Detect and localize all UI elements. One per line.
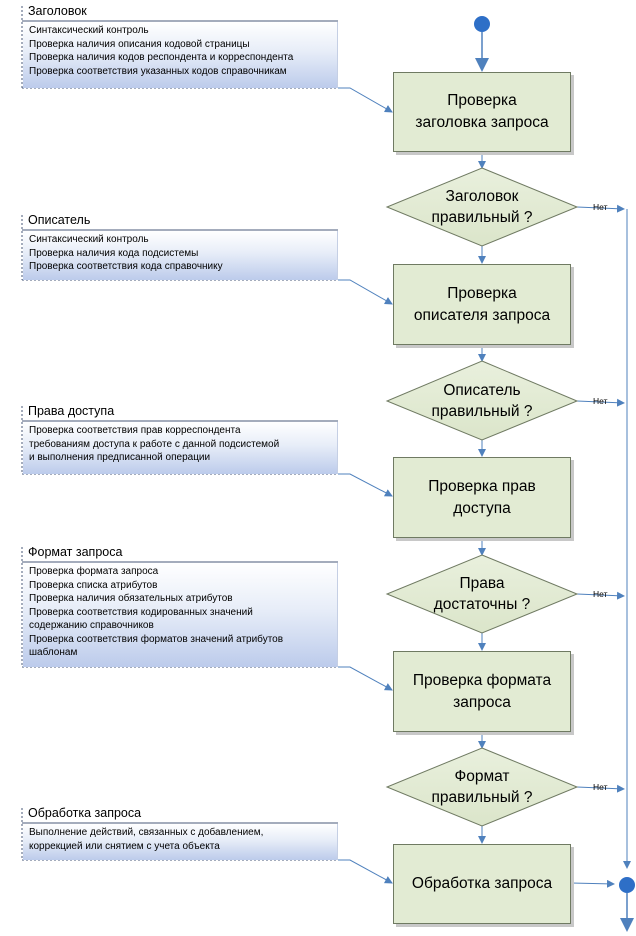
note-line: требованиям доступа к работе с данной по… [29, 438, 280, 450]
note-connector-4 [338, 666, 393, 691]
activity-label-line: Проверка [447, 92, 517, 109]
note-connector-3 [338, 473, 393, 497]
note-line: Синтаксический контроль [29, 25, 149, 36]
activity-label-line: заголовка запроса [415, 114, 549, 131]
activity-label-line: Проверка прав [428, 477, 536, 495]
no-branch-2 [576, 398, 625, 407]
activity-check-header: Проверка заголовка запроса [393, 72, 571, 152]
no-branch-3 [576, 591, 625, 600]
note-line: Проверка соответствия кода справочнику [29, 261, 223, 272]
decision-shape-1 [385, 167, 579, 247]
decision-shape-2 [385, 360, 579, 441]
note-line: Проверка соответствия указанных кодов сп… [29, 65, 287, 77]
activity-label-line: запроса [453, 693, 511, 711]
note-connector-1 [338, 87, 393, 113]
note-line: Проверка списка атрибутов [29, 579, 158, 591]
note-title-descriptor: Описатель [28, 213, 91, 227]
note-line: Проверка наличия кода подсистемы [29, 247, 199, 259]
note-title-access-rights: Права доступа [28, 404, 115, 418]
decision-shape-4 [385, 747, 579, 827]
note-title-request-format: Формат запроса [28, 545, 123, 559]
note-line: Проверка наличия кодов респондента и кор… [29, 52, 294, 63]
note-line: Проверка формата запроса [29, 566, 159, 577]
note-line: Проверка соответствия форматов значений … [29, 633, 284, 645]
note-body-header: Синтаксический контроль Проверка наличия… [23, 22, 338, 88]
no-branch-1 [576, 204, 625, 213]
note-body-access-rights: Проверка соответствия прав корреспондент… [23, 422, 338, 474]
decision-shape-3 [385, 554, 579, 634]
activity-process-request: Обработка запроса [393, 844, 571, 924]
activity-label-line: описателя запроса [413, 306, 551, 324]
note-line: шаблонам [29, 647, 78, 658]
no-label-2: Нет [593, 396, 608, 406]
start-node [474, 16, 490, 32]
note-line: Проверка наличия обязательных атрибутов [29, 593, 233, 604]
note-title-processing: Обработка запроса [28, 806, 142, 820]
note-title-header: Заголовок [28, 4, 87, 18]
note-line: коррекцией или снятием с учета объекта [29, 840, 220, 852]
note-line: Проверка соответствия кодированных значе… [29, 606, 253, 618]
note-line: Выполнение действий, связанных с добавле… [29, 827, 264, 838]
no-label-1: Нет [593, 202, 608, 212]
note-body-request-format: Проверка формата запроса Проверка списка… [23, 563, 338, 667]
activity-check-format: Проверка формата запроса [393, 651, 571, 732]
note-line: содержанию справочников [29, 620, 154, 631]
note-body-descriptor: Синтаксический контроль Проверка наличия… [23, 231, 338, 280]
no-label-3: Нет [593, 589, 608, 599]
note-line: Проверка наличия описания кодовой страни… [29, 38, 250, 50]
note-line: Синтаксический контроль [29, 234, 149, 245]
no-branch-4 [576, 784, 625, 793]
activity-label-line: Проверка [447, 284, 517, 302]
merge-node [619, 877, 635, 893]
note-line: и выполнения предписанной операции [29, 452, 211, 463]
no-label-4: Нет [593, 782, 608, 792]
note-body-processing: Выполнение действий, связанных с добавле… [23, 824, 338, 860]
note-connector-5 [338, 859, 393, 884]
activity-label-line: Проверка формата [412, 671, 552, 689]
flow-a5-merge [570, 879, 615, 888]
note-connector-2 [338, 279, 393, 305]
activity-label-line: Обработка запроса [411, 875, 553, 892]
activity-label-line: доступа [453, 499, 511, 517]
activity-check-descriptor: Проверка описателя запроса [393, 264, 571, 345]
note-lines [21, 6, 338, 861]
activity-check-access-rights: Проверка прав доступа [393, 457, 571, 538]
note-line: Проверка соответствия прав корреспондент… [29, 425, 241, 436]
